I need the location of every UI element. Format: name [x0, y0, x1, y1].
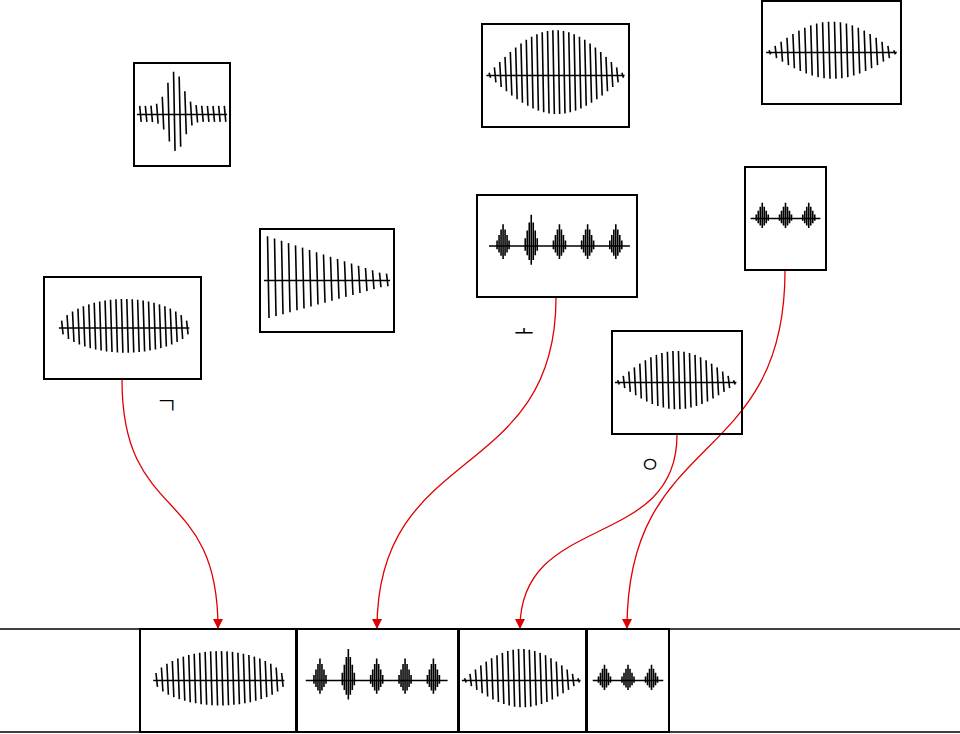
- waveform: [766, 22, 897, 79]
- waveform-box: [260, 229, 394, 332]
- jamo-label: ㄱ: [155, 395, 179, 417]
- waveform-box: ㅇ: [611, 330, 743, 435]
- waveform-box: [744, 166, 827, 271]
- waveform-box: [482, 24, 629, 127]
- waveform-box: ㄱ: [43, 276, 202, 380]
- waveform-box: [762, 1, 901, 104]
- jamo-label: ㅇ: [638, 454, 662, 476]
- waveform: [593, 665, 664, 690]
- waveform-box: [134, 63, 230, 166]
- waveform: [264, 236, 390, 318]
- mapping-arrow: [377, 298, 556, 628]
- mapping-arrow: [520, 435, 677, 628]
- waveform: [489, 215, 630, 265]
- waveform-box: [458, 628, 587, 733]
- waveform-box: [139, 628, 297, 733]
- jamo-label: ㅗ: [512, 316, 536, 338]
- waveform: [306, 649, 448, 699]
- waveform-box: [296, 628, 459, 733]
- waveform-box: ㅗ: [476, 194, 638, 298]
- waveform: [59, 299, 189, 353]
- waveform: [153, 651, 284, 705]
- waveform: [751, 203, 821, 228]
- waveform: [615, 351, 736, 409]
- waveform: [462, 649, 581, 707]
- mapping-arrow: [627, 271, 785, 628]
- waveform-box: [586, 628, 670, 733]
- waveform: [486, 30, 624, 114]
- waveform: [137, 72, 227, 151]
- mapping-arrow: [122, 380, 218, 628]
